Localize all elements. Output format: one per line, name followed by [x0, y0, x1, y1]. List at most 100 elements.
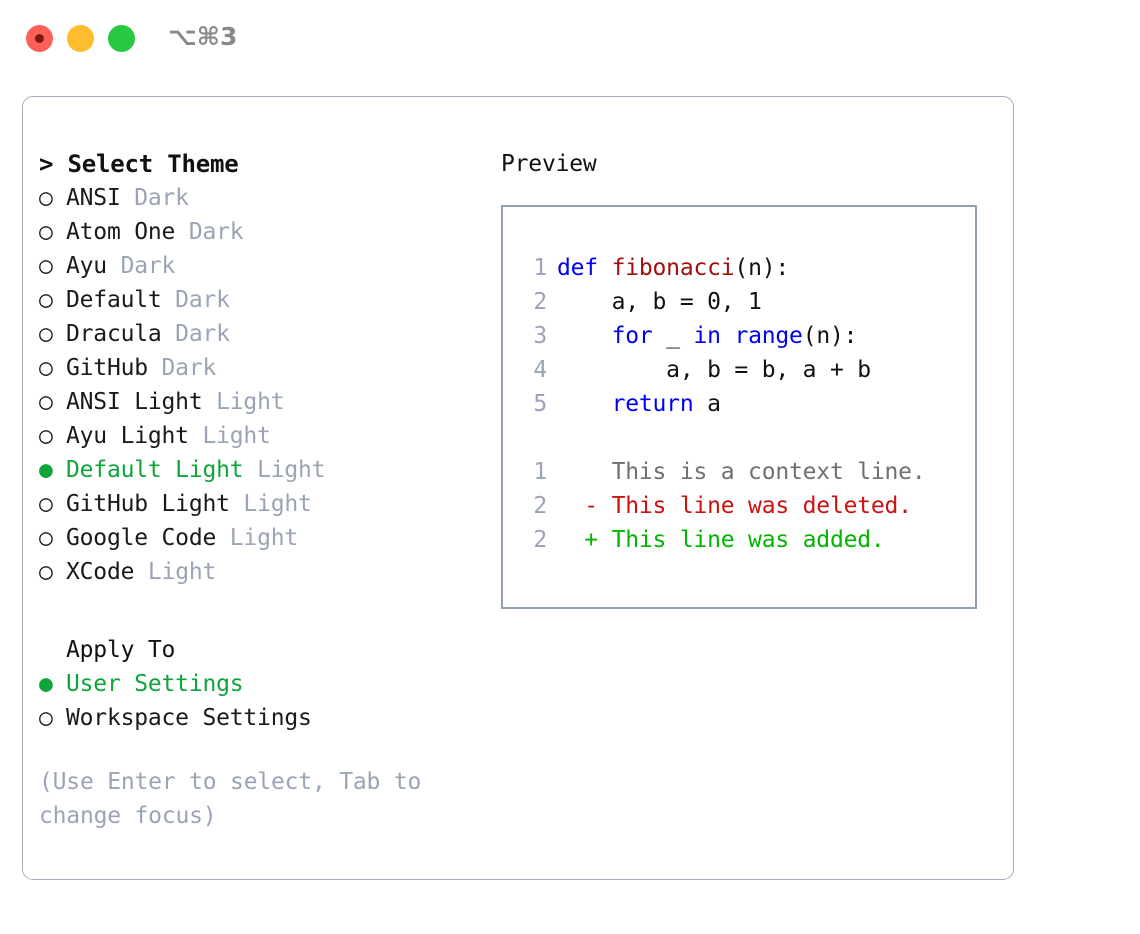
- radio-unselected-icon: ○: [39, 287, 53, 313]
- code-line: 4 a, b = b, a + b: [521, 353, 967, 387]
- theme-name-label: GitHub: [66, 355, 148, 381]
- theme-list-item[interactable]: ○ Google Code Light: [39, 521, 479, 555]
- theme-variant-label: Light: [216, 525, 299, 551]
- theme-list-item[interactable]: ○ANSI Light Light: [39, 385, 479, 419]
- line-number: 4: [533, 357, 547, 383]
- theme-list-item[interactable]: ○Atom One Dark: [39, 215, 479, 249]
- code-token: a, b = b, a + b: [557, 357, 871, 383]
- code-line: 3 for _ in range(n):: [521, 319, 967, 353]
- theme-list-item[interactable]: ●Default Light Light: [39, 453, 479, 487]
- theme-name-label: Default: [66, 287, 162, 313]
- radio-unselected-icon: ○: [39, 355, 53, 381]
- radio-unselected-icon: ○: [39, 423, 53, 449]
- radio-unselected-icon: ○: [39, 525, 53, 551]
- code-token: [721, 323, 735, 349]
- code-line: 2 a, b = 0, 1: [521, 285, 967, 319]
- theme-list-item[interactable]: ○ Dracula Dark: [39, 317, 479, 351]
- radio-unselected-icon: ○: [39, 559, 53, 585]
- radio-selected-icon: ●: [39, 457, 53, 483]
- theme-name-label: Google Code: [66, 525, 217, 551]
- code-line: 5 return a: [521, 387, 967, 421]
- theme-name-label: GitHub Light: [66, 491, 230, 517]
- diff-line: 1 This is a context line.: [521, 455, 967, 489]
- line-number: 5: [533, 391, 547, 417]
- diff-line: 2 + This line was added.: [521, 523, 967, 557]
- theme-list-item[interactable]: ○ Default Dark: [39, 283, 479, 317]
- theme-variant-label: Light: [202, 389, 285, 415]
- theme-name-label: Dracula: [66, 321, 162, 347]
- theme-list-item[interactable]: ○ Ayu Dark: [39, 249, 479, 283]
- theme-variant-label: Light: [188, 423, 271, 449]
- diff-line-text: This is a context line.: [557, 459, 926, 485]
- diff-sample: 1 This is a context line.2 - This line w…: [521, 455, 967, 557]
- code-token: _: [652, 323, 694, 349]
- theme-list-item[interactable]: ○ GitHub Dark: [39, 351, 479, 385]
- line-number: 2: [533, 289, 547, 315]
- code-token: return: [611, 391, 694, 417]
- theme-list[interactable]: ○ANSI Dark○Atom One Dark○Ayu Dark○Defaul…: [39, 181, 479, 589]
- maximize-button-icon[interactable]: [108, 25, 135, 52]
- select-theme-header: > Select Theme: [39, 150, 239, 178]
- theme-variant-label: Dark: [161, 287, 230, 313]
- line-number: 2: [533, 493, 547, 519]
- radio-unselected-icon: ○: [39, 185, 53, 211]
- theme-selection-column: > Select Theme ○ANSI Dark○Atom One Dark○…: [39, 147, 479, 833]
- line-number: 1: [533, 459, 547, 485]
- code-token: for: [611, 323, 653, 349]
- code-token: def: [557, 255, 612, 281]
- code-token: range: [734, 323, 803, 349]
- apply-to-label: User Settings: [66, 671, 244, 697]
- line-number: 2: [533, 527, 547, 553]
- diff-line-text: + This line was added.: [557, 527, 885, 553]
- theme-list-item[interactable]: ○ GitHub Light Light: [39, 487, 479, 521]
- radio-unselected-icon: ○: [39, 253, 53, 279]
- theme-list-item[interactable]: ○ ANSI Dark: [39, 181, 479, 215]
- theme-variant-label: Light: [229, 491, 312, 517]
- theme-list-item[interactable]: ○ Ayu Light Light: [39, 419, 479, 453]
- keyboard-shortcut-label: ⌥⌘3: [168, 22, 238, 51]
- diff-line-text: - This line was deleted.: [557, 493, 912, 519]
- apply-to-option[interactable]: ● User Settings: [39, 667, 479, 701]
- radio-unselected-icon: ○: [39, 321, 53, 347]
- window-controls: [26, 25, 135, 52]
- theme-variant-label: Light: [134, 559, 217, 585]
- theme-name-label: Ayu: [66, 253, 107, 279]
- apply-to-list[interactable]: ● User Settings ○ Workspace Settings: [39, 667, 479, 735]
- theme-variant-label: Dark: [106, 253, 176, 279]
- close-button-icon[interactable]: [26, 25, 53, 52]
- theme-name-label: ANSI: [66, 185, 121, 211]
- code-token: [557, 391, 612, 417]
- apply-to-header: Apply To: [66, 637, 176, 663]
- radio-selected-icon: ●: [39, 671, 53, 697]
- line-number: 3: [533, 323, 547, 349]
- theme-variant-label: Dark: [120, 185, 189, 211]
- apply-to-label: Workspace Settings: [66, 705, 312, 731]
- radio-unselected-icon: ○: [39, 389, 53, 415]
- theme-variant-label: Light: [243, 457, 326, 483]
- code-token: [557, 323, 612, 349]
- theme-picker-panel: > Select Theme ○ANSI Dark○Atom One Dark○…: [22, 96, 1014, 880]
- theme-variant-label: Dark: [147, 355, 217, 381]
- theme-name-label: Ayu Light: [66, 423, 189, 449]
- code-diff-separator: [521, 421, 967, 455]
- line-number: 1: [533, 255, 547, 281]
- diff-line: 2 - This line was deleted.: [521, 489, 967, 523]
- radio-unselected-icon: ○: [39, 491, 53, 517]
- code-token: in: [693, 323, 721, 349]
- theme-list-item[interactable]: ○ XCode Light: [39, 555, 479, 589]
- radio-unselected-icon: ○: [39, 219, 53, 245]
- apply-to-option[interactable]: ○ Workspace Settings: [39, 701, 479, 735]
- theme-variant-label: Dark: [175, 219, 244, 245]
- code-token: (n):: [734, 255, 790, 281]
- code-token: a: [693, 391, 721, 417]
- theme-name-label: XCode: [66, 559, 135, 585]
- theme-variant-label: Dark: [161, 321, 230, 347]
- minimize-button-icon[interactable]: [67, 25, 94, 52]
- code-token: (n):: [802, 323, 858, 349]
- radio-unselected-icon: ○: [39, 705, 53, 731]
